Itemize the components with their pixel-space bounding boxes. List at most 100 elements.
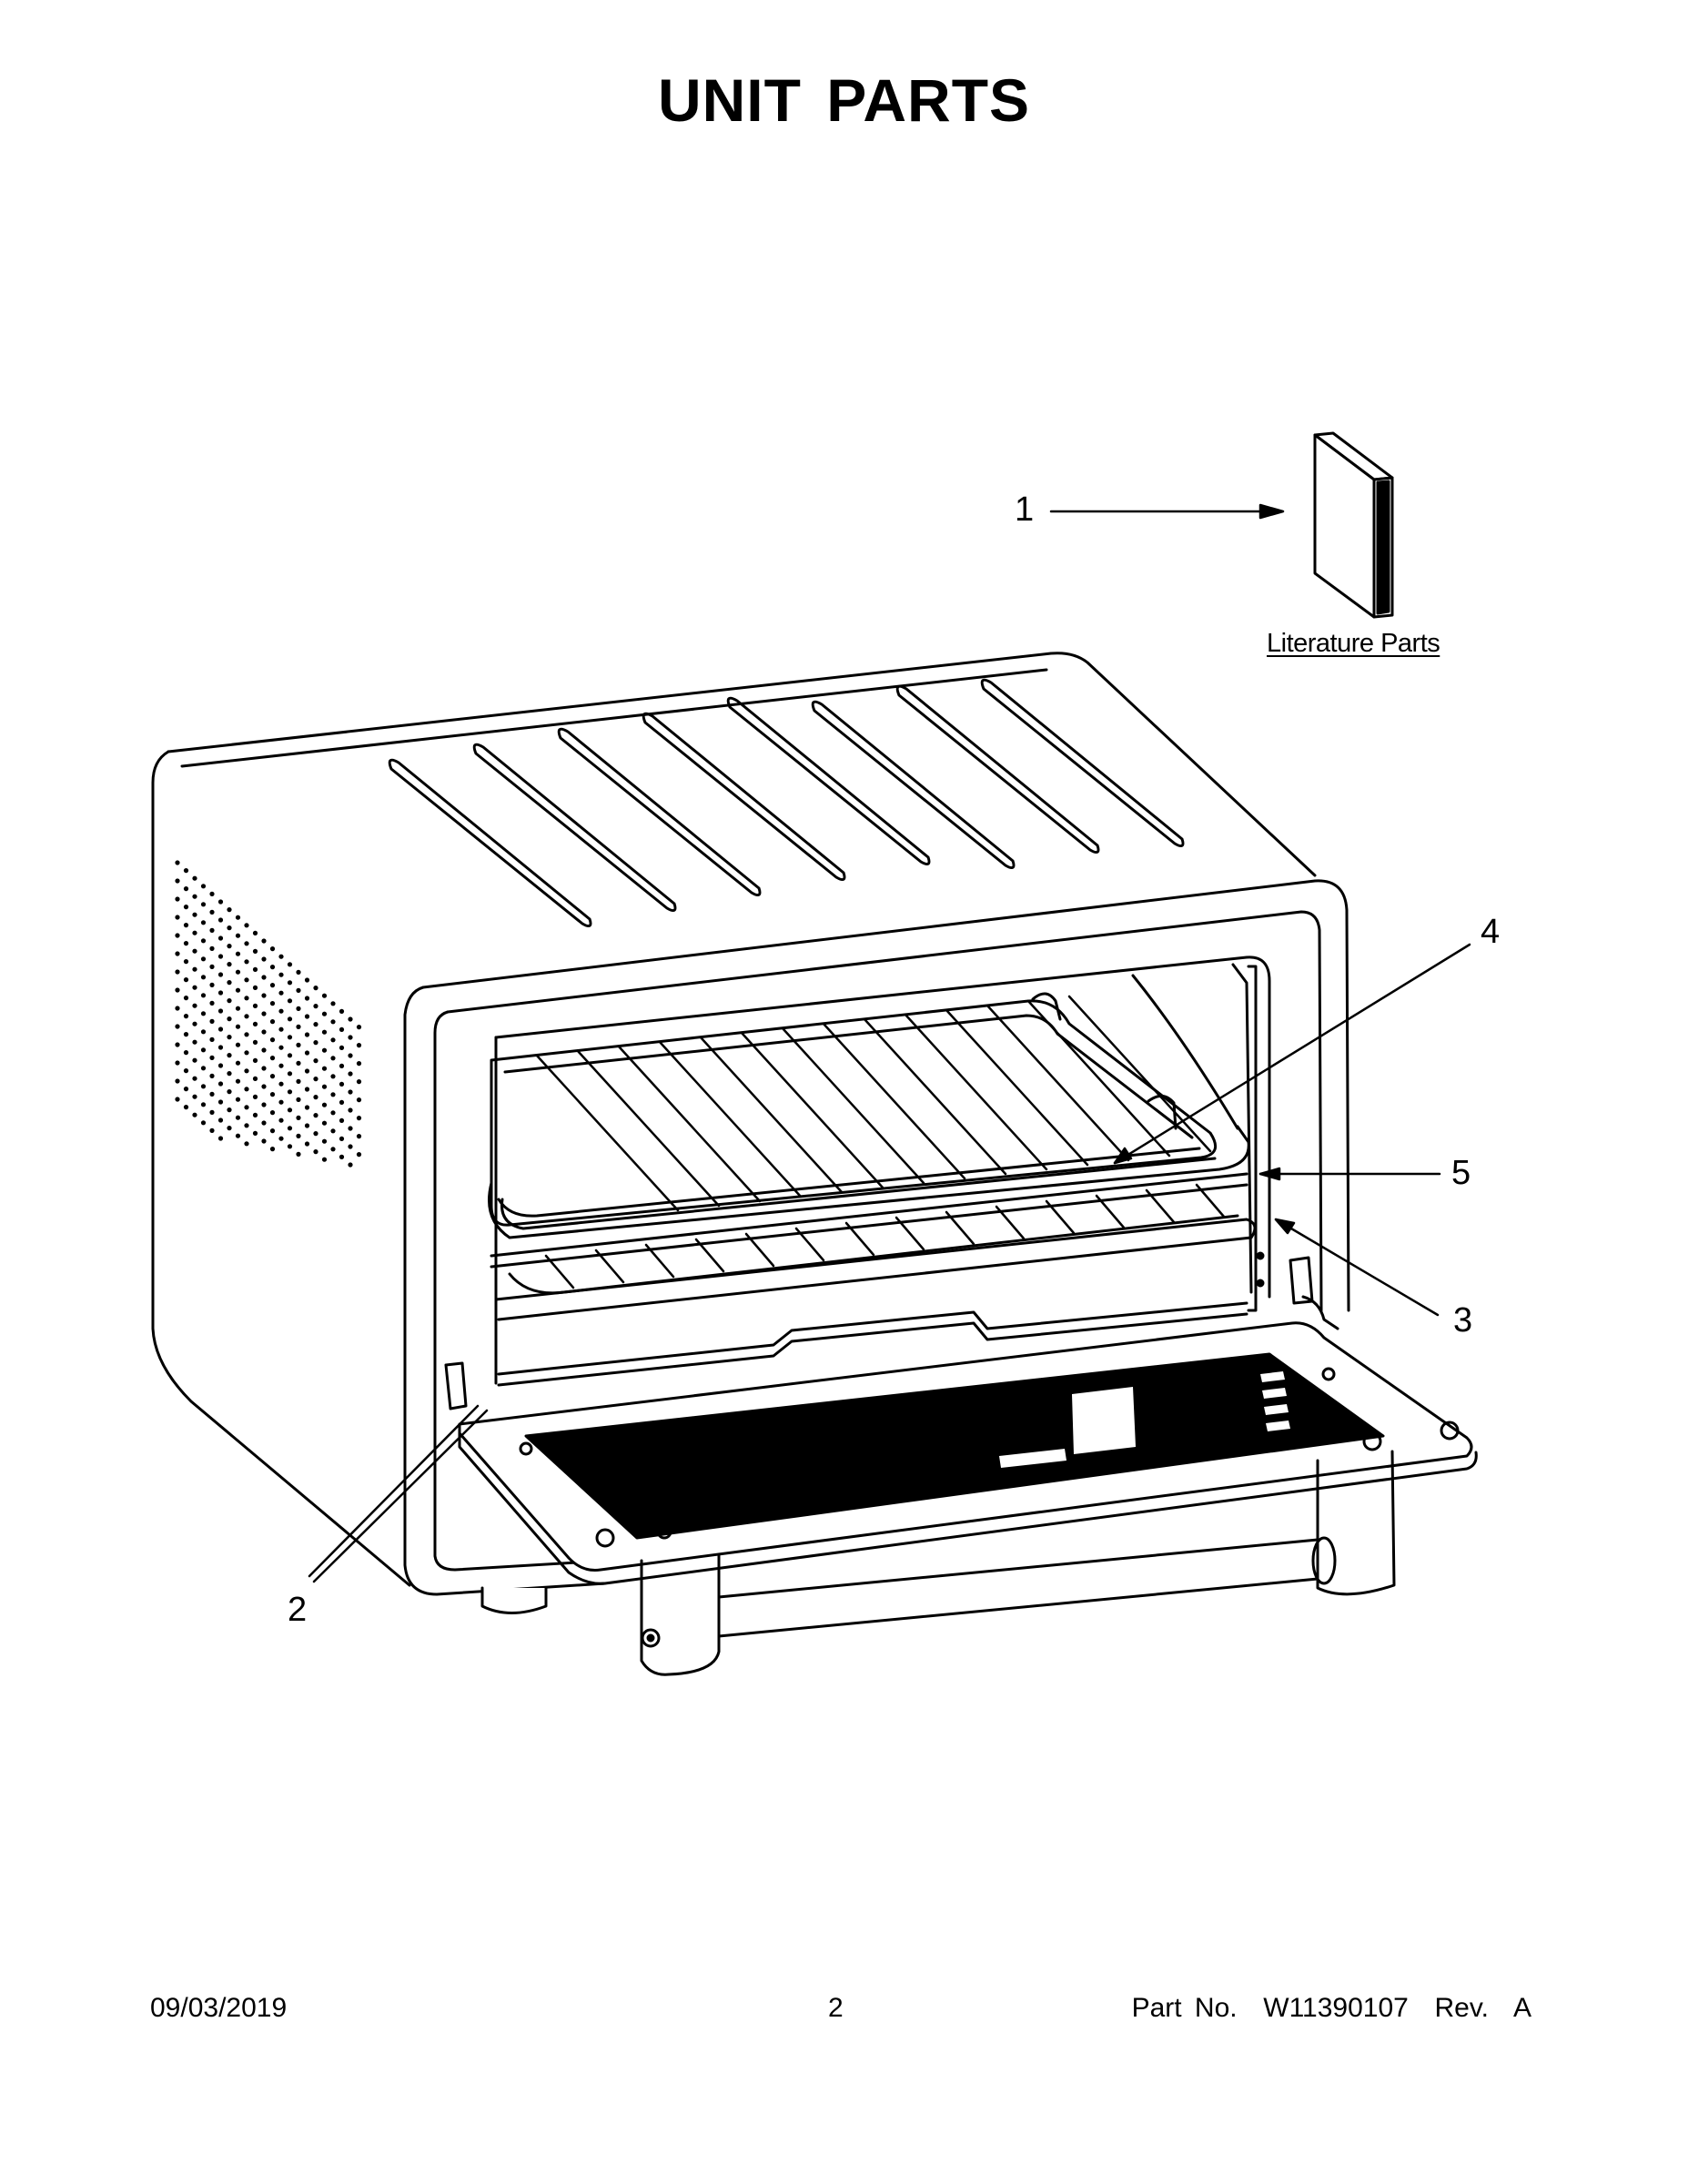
vent-dot (200, 938, 207, 944)
vent-dot (175, 896, 180, 902)
vent-dot (175, 1097, 180, 1102)
vent-dot (348, 1089, 353, 1095)
vent-dot (183, 1105, 189, 1110)
vent-dot (192, 1112, 197, 1117)
baking-pan[interactable] (488, 992, 1250, 1239)
wire (945, 1210, 975, 1246)
vent-dot (175, 1042, 180, 1047)
vent-dot (175, 933, 180, 938)
vent-dot (261, 993, 267, 998)
vent-dot (278, 1117, 284, 1123)
vent-dot (261, 956, 267, 962)
vent-dot (313, 1149, 318, 1155)
vent-dot (200, 884, 207, 889)
leader-line-2a (308, 1404, 480, 1578)
vent-dot (209, 1055, 215, 1060)
wire (1095, 1194, 1126, 1229)
vent-dot (209, 1127, 215, 1133)
wire (644, 1243, 675, 1279)
vent-dot (339, 1081, 345, 1087)
vent-dot (356, 1097, 362, 1103)
vent-dot (304, 1050, 310, 1056)
vent-dot (287, 1144, 293, 1149)
callout-3[interactable]: 3 (1453, 1301, 1473, 1340)
vent-dot (227, 980, 232, 986)
vent-dot (227, 1053, 232, 1058)
vent-dot (183, 1050, 189, 1056)
vent-dot (287, 962, 293, 967)
vent-dot (192, 1039, 197, 1045)
vent-dot (321, 1157, 328, 1162)
vent-dot (330, 1001, 336, 1006)
vent-dot (252, 1094, 258, 1099)
wire (794, 1227, 825, 1262)
wire (945, 1008, 1089, 1167)
vent-dot (356, 1134, 362, 1139)
vent-dot (227, 907, 232, 913)
vent-dot (261, 1011, 267, 1016)
vent-dot (269, 1147, 276, 1152)
vent-dot (244, 941, 249, 946)
vent-dot (261, 1138, 267, 1144)
vent-dot (313, 1040, 318, 1046)
vent-dot (183, 941, 189, 946)
vent-dot (296, 1024, 301, 1029)
vent-dot (227, 1071, 232, 1077)
vent-dot (304, 1105, 310, 1110)
oven-door[interactable] (444, 1256, 1478, 1585)
vent-dot (269, 1037, 276, 1043)
vent-dot (356, 1152, 362, 1158)
oven-rack[interactable] (490, 1172, 1248, 1295)
vent-dot (304, 1014, 310, 1019)
top-vents (388, 678, 1185, 928)
literature-book-icon[interactable] (1313, 431, 1394, 619)
vent-dot (217, 954, 224, 959)
vent-dot (175, 987, 180, 993)
vent-dot (330, 1056, 336, 1061)
vent-dot (269, 965, 276, 970)
callout-5[interactable]: 5 (1451, 1154, 1471, 1192)
callout-4[interactable]: 4 (1481, 913, 1501, 951)
door-handle[interactable] (640, 1450, 1396, 1676)
vent-dot (217, 1008, 224, 1014)
vent-dot (192, 1021, 197, 1026)
vent-dot (287, 1089, 293, 1095)
rack-support[interactable] (1247, 965, 1265, 1312)
literature-parts-link[interactable]: Literature Parts (1267, 629, 1440, 658)
vent-dot (313, 1113, 318, 1118)
vent-dot (321, 1120, 328, 1126)
oven-cavity (494, 956, 1271, 1387)
vent-dot (261, 1066, 267, 1071)
vent-dot (200, 975, 207, 980)
vent-dot (278, 1099, 284, 1105)
vent-dot (200, 1047, 207, 1053)
vent-dot (217, 972, 224, 977)
vent-dot (313, 986, 318, 991)
vent-dot (339, 1099, 345, 1105)
vent-dot (209, 945, 215, 951)
vent-dot (217, 1081, 224, 1087)
vent-dot (200, 1066, 207, 1071)
vent-dot (252, 1057, 258, 1063)
wire (995, 1205, 1026, 1240)
footer-date: 09/03/2019 (150, 1993, 288, 2023)
vent-dot (348, 1071, 353, 1077)
vent-dot (235, 1042, 241, 1047)
callout-2[interactable]: 2 (288, 1591, 308, 1629)
vent-dot (330, 1092, 336, 1097)
vent-dot (235, 969, 241, 975)
vent-dot (269, 946, 276, 952)
vent-dot (313, 1022, 318, 1027)
vent-dot (200, 1102, 207, 1107)
vent-dot (356, 1043, 362, 1048)
vent-dot (175, 878, 180, 884)
leader-lines (308, 503, 1471, 1583)
leader-line-4 (1113, 943, 1471, 1165)
callout-1[interactable]: 1 (1015, 490, 1035, 529)
vent-dot (183, 1087, 189, 1092)
vent-dot (235, 915, 241, 920)
wire (744, 1232, 775, 1268)
vent-dot (209, 1091, 215, 1097)
vent-dot (269, 1001, 276, 1006)
vent-dot (235, 987, 241, 993)
